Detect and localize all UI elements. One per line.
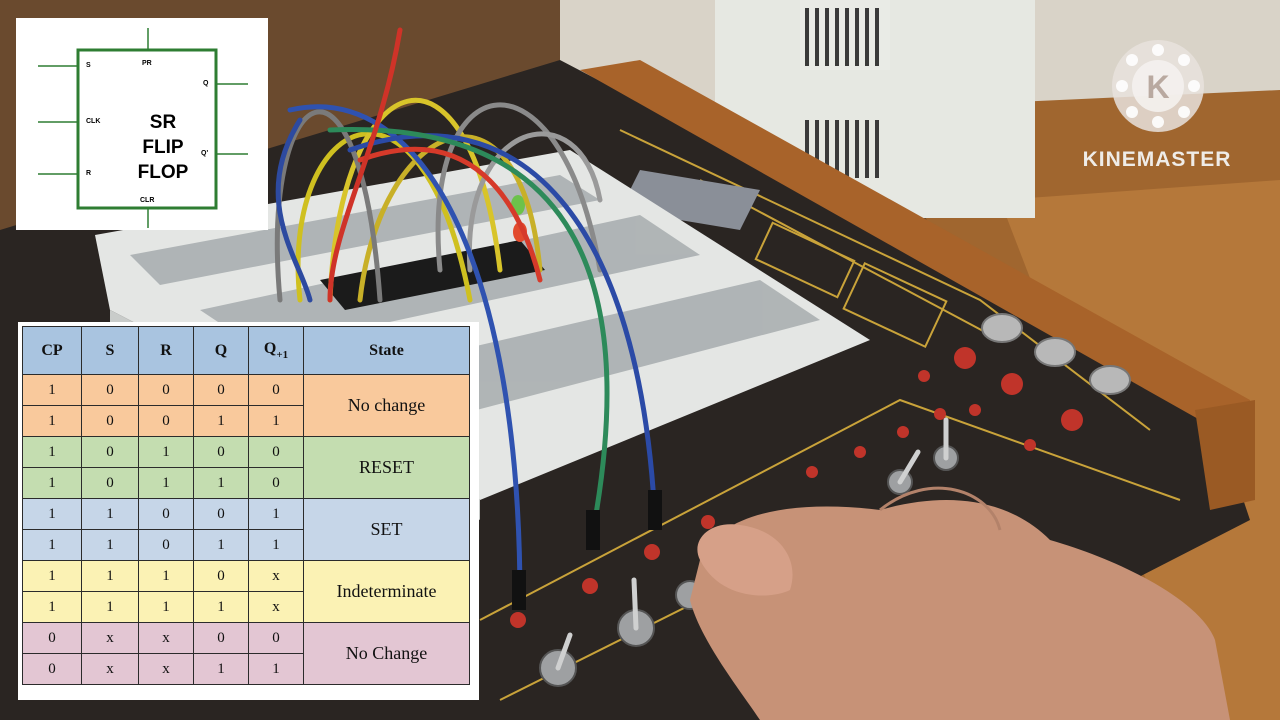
state-set: SET: [303, 498, 470, 561]
table-row: 1 0 0 0 0 No change: [22, 374, 470, 437]
cell-q: 0: [193, 498, 249, 530]
cell-cp: 0: [22, 653, 82, 685]
header-q: Q: [193, 326, 249, 375]
title-line-2: FLIP: [142, 137, 184, 158]
header-s: S: [81, 326, 139, 375]
cell-q: 1: [193, 467, 249, 499]
cell-q: 1: [193, 405, 249, 437]
cell-s: 0: [81, 467, 139, 499]
state-indeterminate: Indeterminate: [303, 560, 470, 623]
cell-q-next: 0: [248, 622, 304, 654]
cell-cp: 1: [22, 560, 82, 592]
cell-s: x: [81, 653, 139, 685]
cell-r: x: [138, 653, 194, 685]
cell-s: 1: [81, 560, 139, 592]
sr-flip-flop-symbol: S PR CLK R CLR Q Q' SR FLIP FLOP: [16, 18, 268, 230]
cell-q-next: x: [248, 591, 304, 623]
cell-q: 0: [193, 374, 249, 406]
flip-flop-block-diagram: [38, 28, 248, 228]
pin-q-bar-label: Q': [201, 150, 209, 157]
state-reset: RESET: [303, 436, 470, 499]
truth-table-panel: CP S R Q Q+1 State 1 0 0 0 0 No change 1…: [18, 322, 479, 700]
cell-r: 0: [138, 405, 194, 437]
table-row: 0 x x 0 0 No Change: [22, 622, 470, 685]
cell-q-next: 1: [248, 405, 304, 437]
state-no-change: No change: [303, 374, 470, 437]
cell-s: x: [81, 622, 139, 654]
header-q-next-subscript: +1: [276, 349, 289, 361]
kinemaster-brand-text: KINEMASTER: [1082, 148, 1232, 171]
cell-s: 0: [81, 436, 139, 468]
cell-q: 0: [193, 436, 249, 468]
cell-q-next: 1: [248, 653, 304, 685]
cell-r: 0: [138, 529, 194, 561]
cell-r: 1: [138, 436, 194, 468]
header-state: State: [303, 326, 470, 375]
pin-clr-label: CLR: [140, 197, 155, 204]
cell-q-next: x: [248, 560, 304, 592]
state-no-change-clock-low: No Change: [303, 622, 470, 685]
cell-q-next: 1: [248, 529, 304, 561]
cell-q: 0: [193, 560, 249, 592]
flip-flop-title: SR FLIP FLOP: [94, 110, 232, 185]
cell-cp: 0: [22, 622, 82, 654]
cell-q-next: 1: [248, 498, 304, 530]
header-r: R: [138, 326, 194, 375]
cell-q: 1: [193, 591, 249, 623]
cell-r: 1: [138, 560, 194, 592]
title-line-1: SR: [149, 112, 177, 133]
cell-q-next: 0: [248, 436, 304, 468]
cell-cp: 1: [22, 498, 82, 530]
table-row: 1 0 1 0 0 RESET: [22, 436, 470, 499]
cell-q-next: 0: [248, 374, 304, 406]
cell-q: 1: [193, 653, 249, 685]
cell-cp: 1: [22, 529, 82, 561]
cell-cp: 1: [22, 591, 82, 623]
cell-r: x: [138, 622, 194, 654]
header-q-next: Q+1: [248, 326, 304, 375]
cell-s: 1: [81, 498, 139, 530]
cell-r: 1: [138, 591, 194, 623]
cell-r: 0: [138, 498, 194, 530]
cell-s: 1: [81, 591, 139, 623]
pin-s-label: S: [86, 62, 91, 69]
table-row: 0 x x 1 1: [22, 653, 470, 685]
cell-s: 0: [81, 405, 139, 437]
table-header-row: CP S R Q Q+1 State: [22, 326, 470, 375]
cell-s: 1: [81, 529, 139, 561]
cell-r: 0: [138, 374, 194, 406]
cell-q: 1: [193, 529, 249, 561]
cell-cp: 1: [22, 374, 82, 406]
header-q-next-label: Q: [263, 340, 277, 357]
pin-pr-label: PR: [142, 60, 152, 67]
title-line-3: FLOP: [137, 162, 189, 183]
kinemaster-logo-icon: K: [1112, 40, 1204, 132]
pin-clk-label: CLK: [86, 118, 101, 125]
pin-r-label: R: [86, 170, 92, 177]
header-cp: CP: [22, 326, 82, 375]
cell-cp: 1: [22, 405, 82, 437]
kinemaster-watermark: K KINEMASTER: [1072, 38, 1242, 178]
pin-q-label: Q: [203, 80, 209, 87]
cell-s: 0: [81, 374, 139, 406]
cell-q: 0: [193, 622, 249, 654]
cell-cp: 1: [22, 436, 82, 468]
table-row: 1 1 1 0 x Indeterminate: [22, 560, 470, 623]
truth-table: CP S R Q Q+1 State 1 0 0 0 0 No change 1…: [22, 326, 470, 685]
cell-q-next: 0: [248, 467, 304, 499]
logo-letter: K: [1146, 69, 1169, 105]
cell-cp: 1: [22, 467, 82, 499]
cell-r: 1: [138, 467, 194, 499]
table-row: 1 1 0 0 1 SET: [22, 498, 470, 561]
